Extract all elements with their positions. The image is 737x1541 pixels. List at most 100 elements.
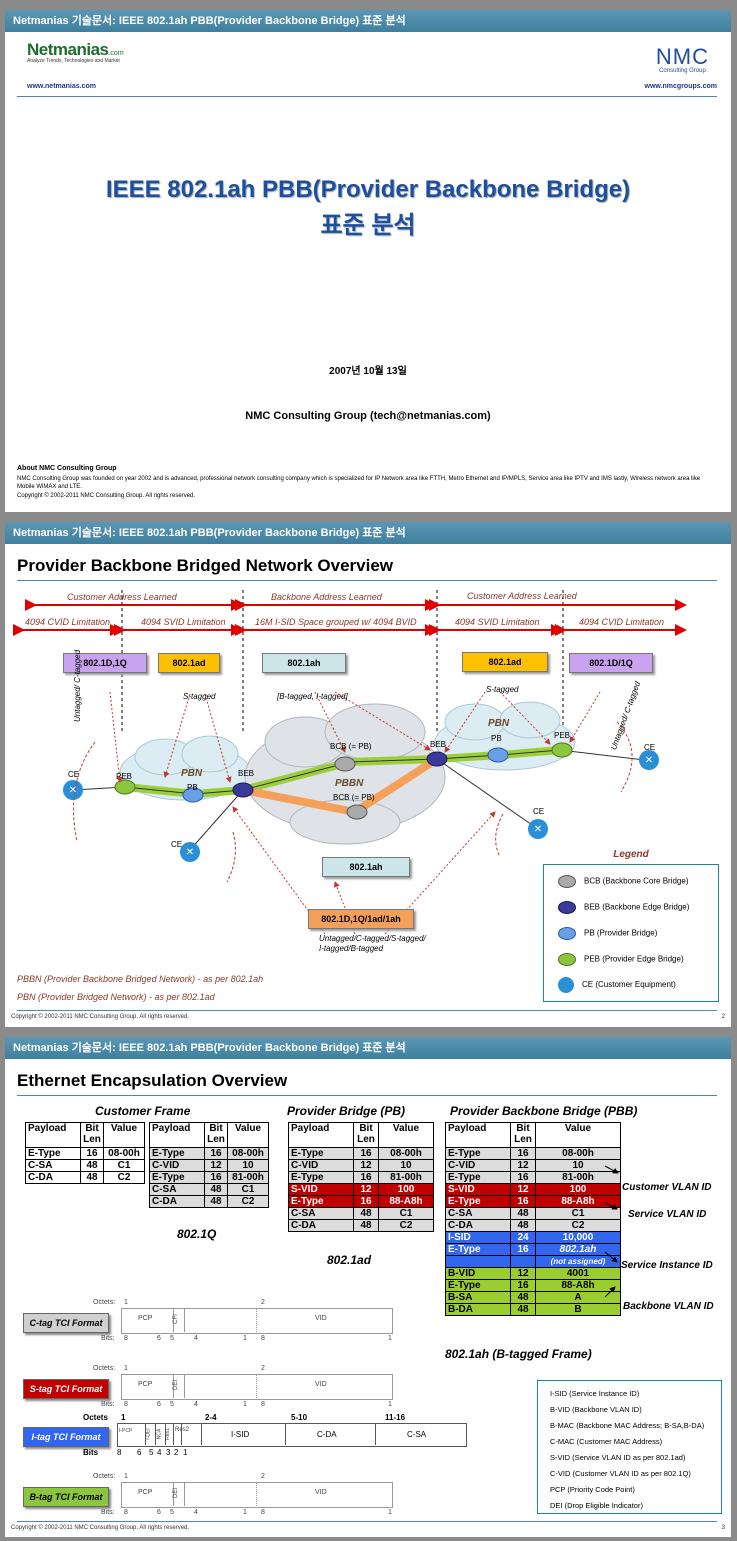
badge-8021ad: 802.1ad — [462, 652, 548, 672]
table-cell: 16 — [510, 1147, 536, 1160]
doc-author: NMC Consulting Group (tech@netmanias.com… — [245, 410, 491, 422]
tci-divider — [173, 1308, 185, 1332]
table-cell: B — [535, 1303, 621, 1316]
octet-num: 2 — [261, 1299, 265, 1306]
res2-field: Res2 — [175, 1427, 190, 1433]
table-cell: 48 — [80, 1171, 104, 1184]
table-cell: 16 — [204, 1171, 228, 1184]
limit-label: 4094 CVID Limitation — [579, 617, 665, 627]
table-cell: 88-A8h — [535, 1279, 621, 1292]
table-cell: 08-00h — [535, 1147, 621, 1160]
octet-num: 1 — [124, 1473, 128, 1480]
table-cell: E-Type — [445, 1279, 511, 1292]
ce-icon: ✕ — [639, 750, 659, 770]
node-label: BCB (= PB) — [333, 793, 375, 802]
pointer-lines — [109, 691, 601, 935]
table-caption: 802.1Q — [177, 1227, 217, 1241]
table-cell: B-DA — [445, 1303, 511, 1316]
node-label: PEB — [116, 772, 133, 781]
table-cell: E-Type — [445, 1195, 511, 1208]
edge-markers — [73, 721, 633, 883]
section-title: Ethernet Encapsulation Overview — [17, 1071, 288, 1090]
bit-num: 4 — [157, 1448, 162, 1457]
bit-num: 3 — [166, 1448, 171, 1457]
url-right[interactable]: www.nmcgroups.com — [644, 83, 717, 90]
table-cell: 24 — [510, 1231, 536, 1244]
beb-icon — [426, 751, 448, 767]
page-header: Netmanias 기술문서: IEEE 802.1ah PBB(Provide… — [5, 1037, 731, 1059]
table-cell: 81-00h — [227, 1171, 269, 1184]
tci-divider — [165, 1423, 166, 1445]
table-cell: E-Type — [445, 1243, 511, 1256]
pb-icon — [487, 747, 509, 763]
table-cell: 16 — [353, 1195, 379, 1208]
legend-row: CE (Customer Equipment) — [558, 977, 676, 993]
bottom-tag-label: Untagged/C-tagged/S-tagged/ I-tagged/B-t… — [319, 934, 426, 953]
learned-label: Customer Address Learned — [67, 592, 177, 602]
ce-icon: ✕ — [528, 819, 548, 839]
url-left[interactable]: www.netmanias.com — [27, 83, 96, 90]
table-cell: 10 — [378, 1159, 434, 1172]
node-label: BEB — [430, 740, 447, 749]
table-cell: 4001 — [535, 1267, 621, 1280]
tag-label: S-tagged — [486, 685, 519, 694]
table-cell: 12 — [510, 1159, 536, 1172]
pcp-field: PCP — [138, 1381, 153, 1388]
bit-num: 1 — [243, 1509, 247, 1516]
c-da-field: C-DA — [317, 1430, 337, 1439]
table-cell: C2 — [227, 1195, 269, 1208]
about-title: About NMC Consulting Group — [17, 465, 117, 472]
bits-label: Bits — [83, 1448, 99, 1457]
learned-label: Customer Address Learned — [467, 591, 577, 601]
table-cell: C-SA — [149, 1183, 205, 1196]
node-label: BEB — [238, 769, 255, 778]
title-rule — [17, 580, 717, 581]
bit-num: 8 — [124, 1401, 128, 1408]
tci-divider — [285, 1423, 286, 1445]
table-cell: E-Type — [445, 1147, 511, 1160]
tag-label: Untagged/ C-tagged — [73, 649, 82, 722]
tci-divider — [173, 1423, 174, 1445]
table-cell: 48 — [353, 1219, 379, 1232]
group-title: Customer Frame — [95, 1104, 191, 1118]
tci-bar — [121, 1308, 393, 1334]
table-cell: C2 — [378, 1219, 434, 1232]
table-cell: 12 — [510, 1183, 536, 1196]
s-tag-format: S-tag TCI Format — [23, 1379, 109, 1399]
bit-num: 6 — [137, 1448, 142, 1457]
beb-icon — [232, 782, 254, 798]
page-2: Netmanias 기술문서: IEEE 802.1ah PBB(Provide… — [5, 522, 731, 1027]
bit-num: 2 — [174, 1448, 179, 1457]
tag-label: S-tagged — [183, 692, 216, 701]
bit-num: 4 — [194, 1509, 198, 1516]
bit-num: 1 — [388, 1335, 392, 1342]
res1-field: Res1 — [164, 1428, 171, 1440]
table-cell: 12 — [510, 1267, 536, 1280]
table-cell: C1 — [378, 1207, 434, 1220]
definition-item: DEI (Drop Eligible Indicator) — [550, 1501, 643, 1510]
table-cell: C-VID — [445, 1159, 511, 1172]
table-cell: C-DA — [25, 1171, 81, 1184]
customer-link — [436, 758, 536, 828]
bits-label: Bits: — [101, 1509, 115, 1516]
octet-num: 1 — [121, 1413, 126, 1422]
octet-num: 11-16 — [385, 1413, 406, 1422]
table-cell: S-VID — [445, 1183, 511, 1196]
page-header: Netmanias 기술문서: IEEE 802.1ah PBB(Provide… — [5, 522, 731, 544]
bit-num: 6 — [157, 1509, 161, 1516]
octet-num: 1 — [124, 1299, 128, 1306]
right-label: Service Instance ID — [621, 1260, 713, 1271]
svg-text:✕: ✕ — [69, 785, 77, 796]
